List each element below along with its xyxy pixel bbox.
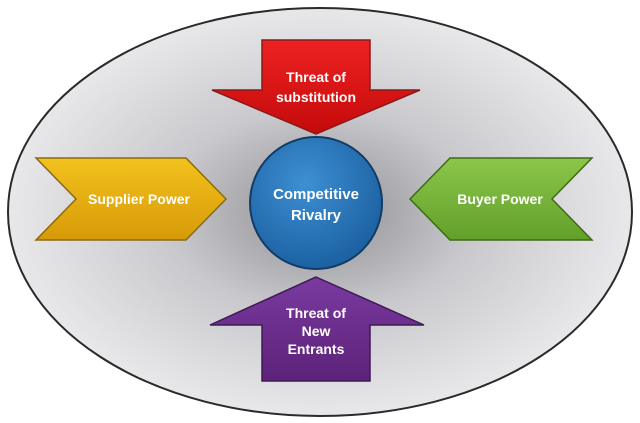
threat-of-new-entrants-label-line1: Threat of: [286, 305, 346, 321]
buyer-power-label: Buyer Power: [457, 191, 543, 207]
supplier-power-chevron: Supplier Power: [34, 157, 228, 241]
competitive-rivalry-label-line2: Rivalry: [291, 207, 342, 224]
threat-of-substitution-arrow: Threat of substitution: [211, 39, 421, 135]
buyer-power-chevron: Buyer Power: [408, 157, 594, 241]
threat-of-new-entrants-label-line2: New: [302, 323, 331, 339]
competitive-rivalry-label-line1: Competitive: [273, 186, 359, 203]
threat-of-substitution-label-line1: Threat of: [286, 69, 346, 85]
threat-of-new-entrants-label-line3: Entrants: [288, 341, 345, 357]
competitive-rivalry-circle: Competitive Rivalry: [249, 136, 383, 270]
supplier-power-label: Supplier Power: [88, 191, 190, 207]
threat-of-substitution-label-line2: substitution: [276, 89, 356, 105]
threat-of-new-entrants-arrow: Threat of New Entrants: [209, 276, 425, 382]
